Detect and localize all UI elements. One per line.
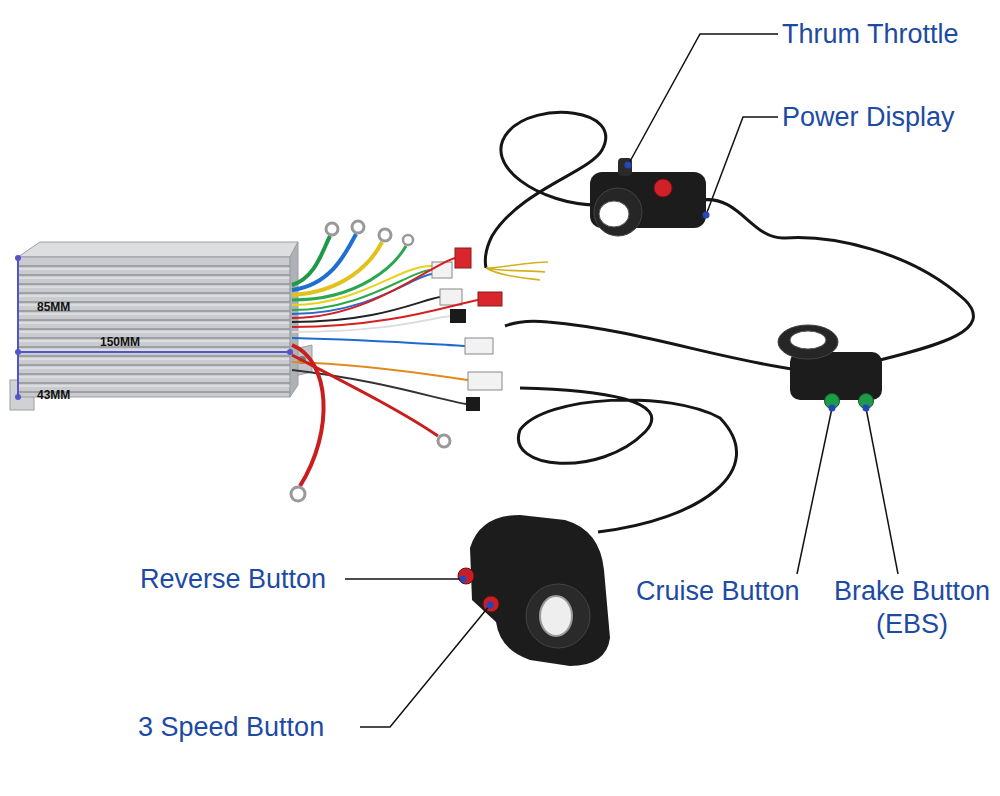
leader-line [628, 34, 778, 165]
heat-fins [18, 266, 290, 392]
leader-dot [703, 212, 710, 219]
power-wire [292, 355, 438, 436]
leader-line [866, 408, 898, 574]
handlebar-clamp [594, 188, 642, 236]
clamp-hole [599, 201, 629, 227]
red-button [654, 179, 672, 197]
dimension-label: 150MM [100, 335, 140, 349]
wire [292, 297, 440, 322]
dimension-label: 43MM [37, 388, 70, 402]
switch-body [470, 515, 610, 666]
fin-highlights [18, 269, 290, 386]
ring-terminal [326, 223, 338, 235]
reverse-red-button [458, 568, 474, 584]
phase-wire [292, 234, 356, 290]
leader-dot [460, 576, 467, 583]
cable [505, 321, 800, 370]
callout-label: 3 Speed Button [138, 711, 324, 743]
wire-ends [486, 262, 548, 280]
connector [450, 309, 466, 323]
ring-terminal [438, 435, 450, 447]
ring-terminal [291, 487, 305, 501]
connector [440, 289, 462, 305]
connector [468, 372, 502, 390]
cable [518, 388, 736, 532]
connector [465, 338, 493, 354]
callout-label: Brake Button (EBS) [822, 575, 1000, 641]
callout-label: Thrum Throttle [782, 18, 959, 50]
controller-end [290, 242, 298, 397]
callout-label: Cruise Button [636, 575, 800, 607]
handlebar-clamp [526, 584, 590, 648]
wire [292, 338, 465, 346]
controller-top [18, 242, 298, 257]
leader-line [345, 578, 463, 580]
leader-line [797, 408, 832, 574]
connector [466, 397, 480, 411]
power-wire [292, 345, 324, 486]
clamp-hole [540, 596, 572, 636]
wire [292, 300, 478, 327]
ring-terminal [403, 235, 413, 245]
dimension-dot [287, 349, 293, 355]
wire [292, 266, 432, 305]
dimension-lines [18, 258, 290, 397]
controller-front [18, 257, 290, 397]
wire [292, 316, 450, 332]
dimension-label: 85MM [37, 300, 70, 314]
ring-terminal [379, 229, 391, 241]
wire [292, 258, 455, 318]
dimension-dot [15, 349, 21, 355]
handlebar-clamp [778, 325, 838, 359]
dimension-dot [15, 394, 21, 400]
leader-dot [863, 405, 870, 412]
cable [485, 112, 605, 268]
connector [478, 292, 502, 306]
cable [702, 200, 973, 360]
ring-terminal [352, 221, 364, 233]
leader-dot [625, 162, 632, 169]
connector [455, 248, 471, 268]
clamp-hole [790, 331, 826, 349]
leader-dot [829, 405, 836, 412]
leader-line [360, 605, 490, 727]
callout-label: Reverse Button [140, 563, 326, 595]
callout-label: Power Display [782, 101, 955, 133]
dimension-dot [15, 255, 21, 261]
leader-line [706, 117, 778, 215]
leader-dot [487, 602, 494, 609]
